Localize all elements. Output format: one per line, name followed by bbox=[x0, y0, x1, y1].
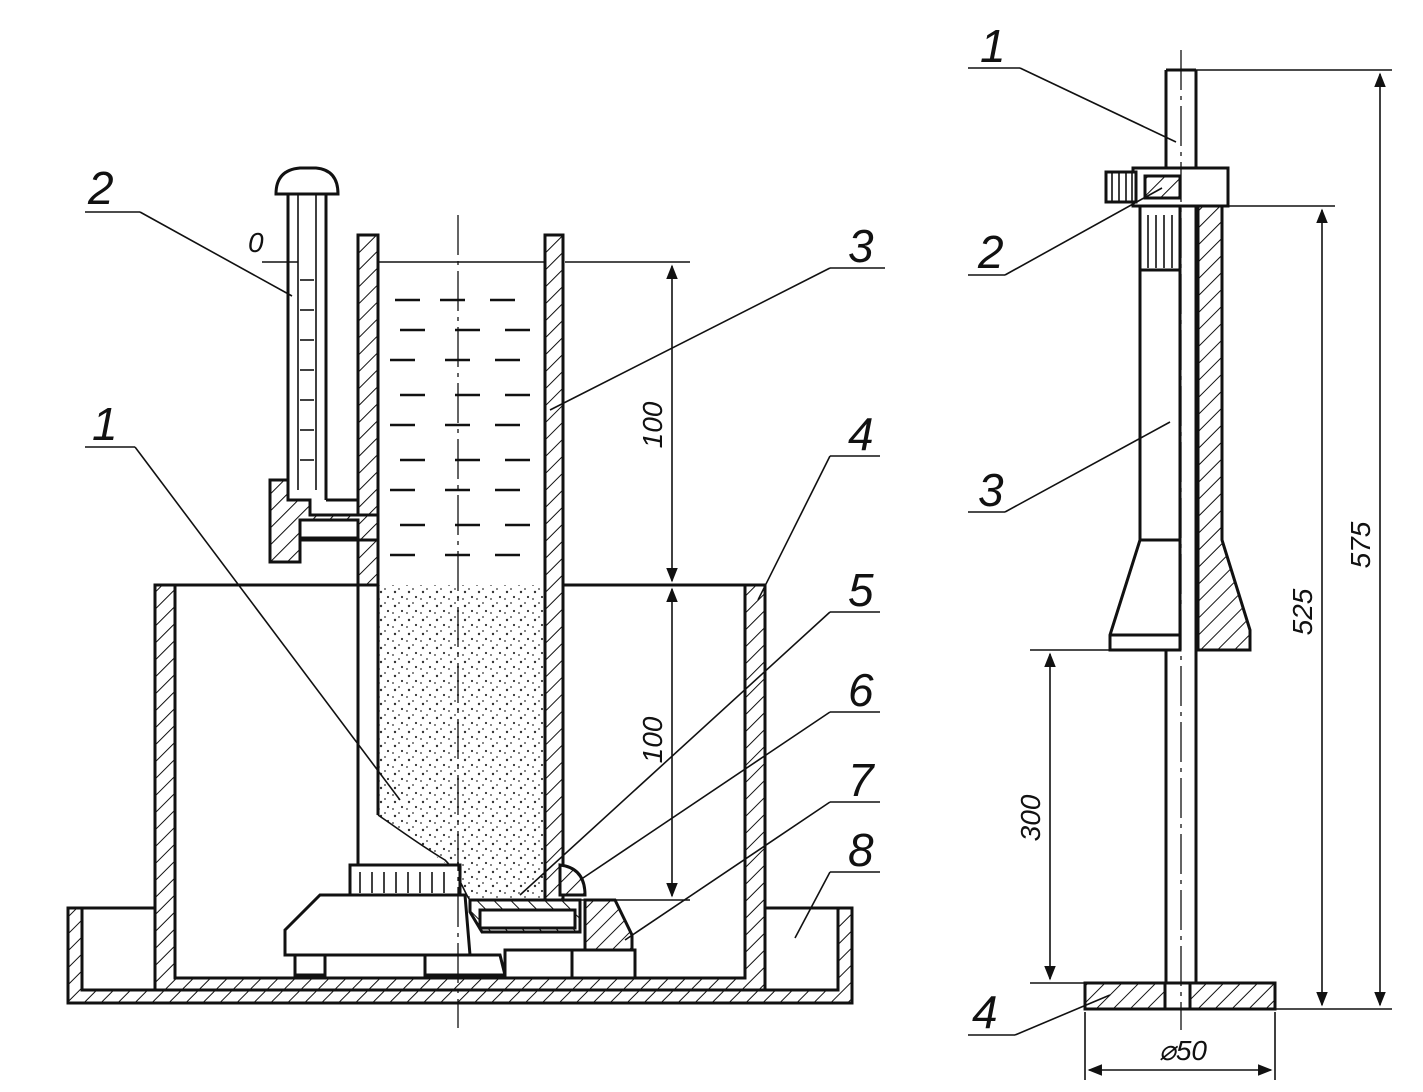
water-dashes bbox=[390, 298, 530, 557]
screw-knurl bbox=[1111, 172, 1133, 202]
right-callouts: 1 2 3 4 bbox=[972, 20, 1006, 1038]
left-callout-6: 6 bbox=[848, 664, 874, 716]
left-callout-8: 8 bbox=[848, 824, 874, 876]
left-apparatus: 100 100 0 2 1 3 bbox=[66, 162, 885, 1028]
dim-525: 525 bbox=[1287, 588, 1318, 635]
right-callout-3: 3 bbox=[978, 464, 1004, 516]
right-dimensions: 575 525 300 ⌀50 bbox=[1015, 69, 1392, 1080]
dim-100-upper: 100 bbox=[637, 401, 668, 448]
left-callouts: 2 1 3 4 5 6 7 8 bbox=[87, 162, 875, 876]
clamp bbox=[1104, 166, 1230, 208]
left-callout-3: 3 bbox=[848, 220, 874, 272]
right-callout-2: 2 bbox=[977, 226, 1004, 278]
left-callout-4: 4 bbox=[848, 408, 874, 460]
left-callout-5: 5 bbox=[848, 564, 874, 616]
left-leaders bbox=[85, 211, 885, 941]
right-rod-device: 575 525 300 ⌀50 1 2 3 4 bbox=[968, 20, 1392, 1080]
right-callout-4: 4 bbox=[972, 986, 998, 1038]
base-assembly bbox=[283, 863, 637, 980]
sand-fill bbox=[378, 585, 545, 900]
weight-knurl bbox=[1147, 215, 1173, 268]
bottom-tray bbox=[66, 906, 854, 1005]
zero-mark: 0 bbox=[248, 227, 264, 258]
knurl bbox=[359, 872, 445, 893]
right-leaders bbox=[968, 67, 1177, 1036]
dim-100-lower: 100 bbox=[637, 716, 668, 763]
right-callout-1: 1 bbox=[980, 20, 1006, 72]
left-callout-1: 1 bbox=[92, 398, 118, 450]
piezometer bbox=[262, 166, 380, 564]
left-dimensions: 100 100 bbox=[565, 261, 765, 901]
dim-575: 575 bbox=[1345, 521, 1376, 568]
cone-weight bbox=[1108, 204, 1252, 652]
dim-diameter-50: ⌀50 bbox=[1159, 1035, 1207, 1066]
base-plate bbox=[1083, 981, 1277, 1011]
left-callout-2: 2 bbox=[87, 162, 114, 214]
left-callout-7: 7 bbox=[848, 754, 875, 806]
dim-300: 300 bbox=[1015, 794, 1046, 841]
piezometer-water-dashes bbox=[300, 279, 314, 461]
